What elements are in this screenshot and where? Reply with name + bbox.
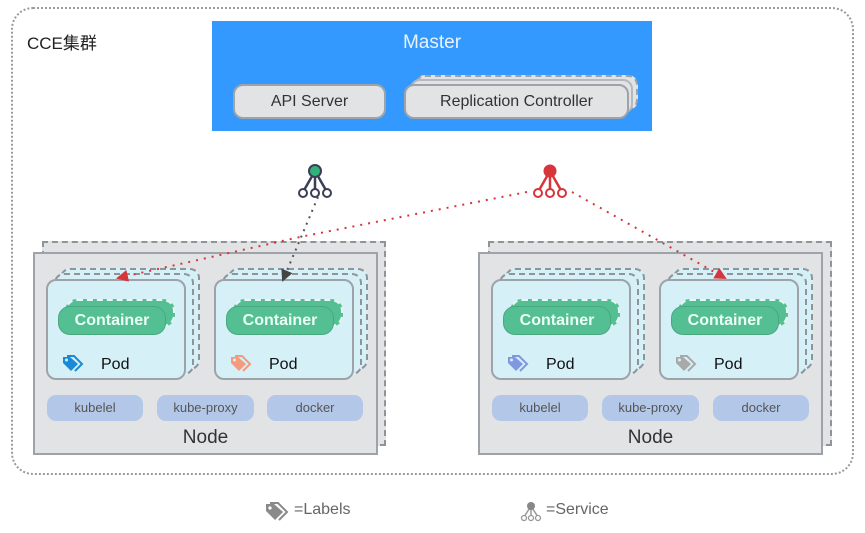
docker-box: docker (713, 395, 809, 421)
label-tag-icon (230, 355, 252, 378)
node-2: Container Pod Container Pod kubelel kube… (478, 252, 823, 455)
kube-proxy-box: kube-proxy (602, 395, 699, 421)
label-tag-icon (62, 355, 84, 378)
pod-2-2: Container Pod (659, 279, 799, 380)
master-title: Master (402, 32, 462, 53)
node-label: Node (627, 427, 674, 448)
container-box: Container (503, 306, 611, 335)
cluster-title: CCE集群 (27, 34, 97, 53)
kubelet-box: kubelel (492, 395, 588, 421)
node-label: Node (182, 427, 229, 448)
docker-box: docker (267, 395, 363, 421)
service-legend-icon (520, 500, 542, 527)
pod-label: Pod (269, 356, 298, 373)
labels-legend-icon (265, 502, 289, 527)
container-box: Container (58, 306, 166, 335)
kubelet-box: kubelel (47, 395, 143, 421)
pod-2-1: Container Pod (491, 279, 631, 380)
container-box: Container (671, 306, 779, 335)
kube-proxy-box: kube-proxy (157, 395, 254, 421)
pod-label: Pod (546, 356, 575, 373)
pod-1-2: Container Pod (214, 279, 354, 380)
cluster-boundary (11, 7, 854, 475)
service-legend-text: =Service (546, 501, 609, 518)
label-tag-icon (675, 355, 697, 378)
pod-label: Pod (101, 356, 130, 373)
container-box: Container (226, 306, 334, 335)
pod-label: Pod (714, 356, 743, 373)
labels-legend-text: =Labels (294, 501, 351, 518)
api-server-box: API Server (233, 84, 386, 119)
node-1: Container Pod Container Pod kubelel kube… (33, 252, 378, 455)
master-box: Master API Server Replication Controller (212, 21, 652, 131)
pod-1-1: Container Pod (46, 279, 186, 380)
replication-controller-box: Replication Controller (404, 84, 629, 119)
label-tag-icon (507, 355, 529, 378)
